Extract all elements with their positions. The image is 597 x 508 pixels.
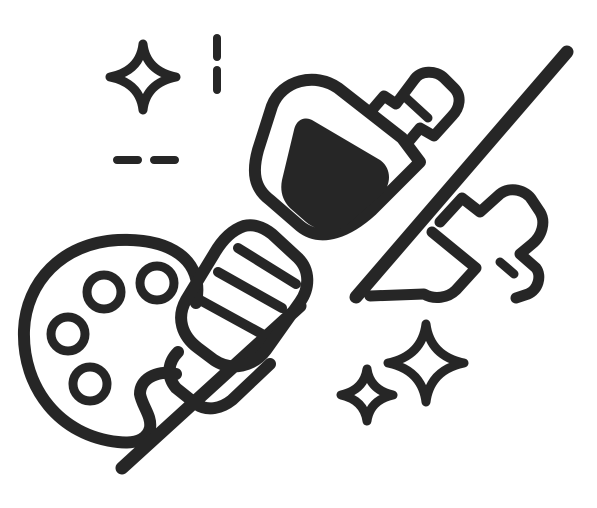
sparkle-icon bbox=[105, 39, 181, 115]
needle-bar bbox=[349, 45, 574, 304]
palette-paint-well bbox=[135, 261, 179, 305]
paint-palette-icon bbox=[17, 233, 204, 449]
needle-icon bbox=[115, 299, 307, 475]
grip-ring bbox=[233, 243, 301, 289]
machine-binding-post bbox=[366, 66, 465, 146]
sparkles-bottom-right bbox=[336, 319, 469, 426]
machine-frame bbox=[248, 73, 426, 241]
contact-screw-lower bbox=[364, 226, 482, 303]
grip-ring bbox=[195, 295, 267, 339]
machine-grip bbox=[175, 219, 314, 373]
palette-outline bbox=[17, 233, 204, 449]
machine-tube bbox=[163, 346, 276, 415]
sparkles-top-left bbox=[105, 34, 221, 164]
sparkle-icon-small bbox=[336, 364, 398, 426]
sparkle-icon-large bbox=[383, 319, 469, 407]
binding-post-line bbox=[399, 91, 433, 123]
contact-screw-detail bbox=[495, 257, 519, 279]
machine-coil-block bbox=[281, 118, 389, 231]
machine-contact-screw bbox=[434, 184, 549, 304]
palette-paint-well bbox=[46, 312, 90, 356]
palette-paint-well bbox=[82, 270, 126, 314]
tattoo-machine-icon bbox=[115, 45, 574, 475]
palette-paint-well bbox=[68, 362, 112, 406]
grip-ring bbox=[213, 267, 287, 313]
